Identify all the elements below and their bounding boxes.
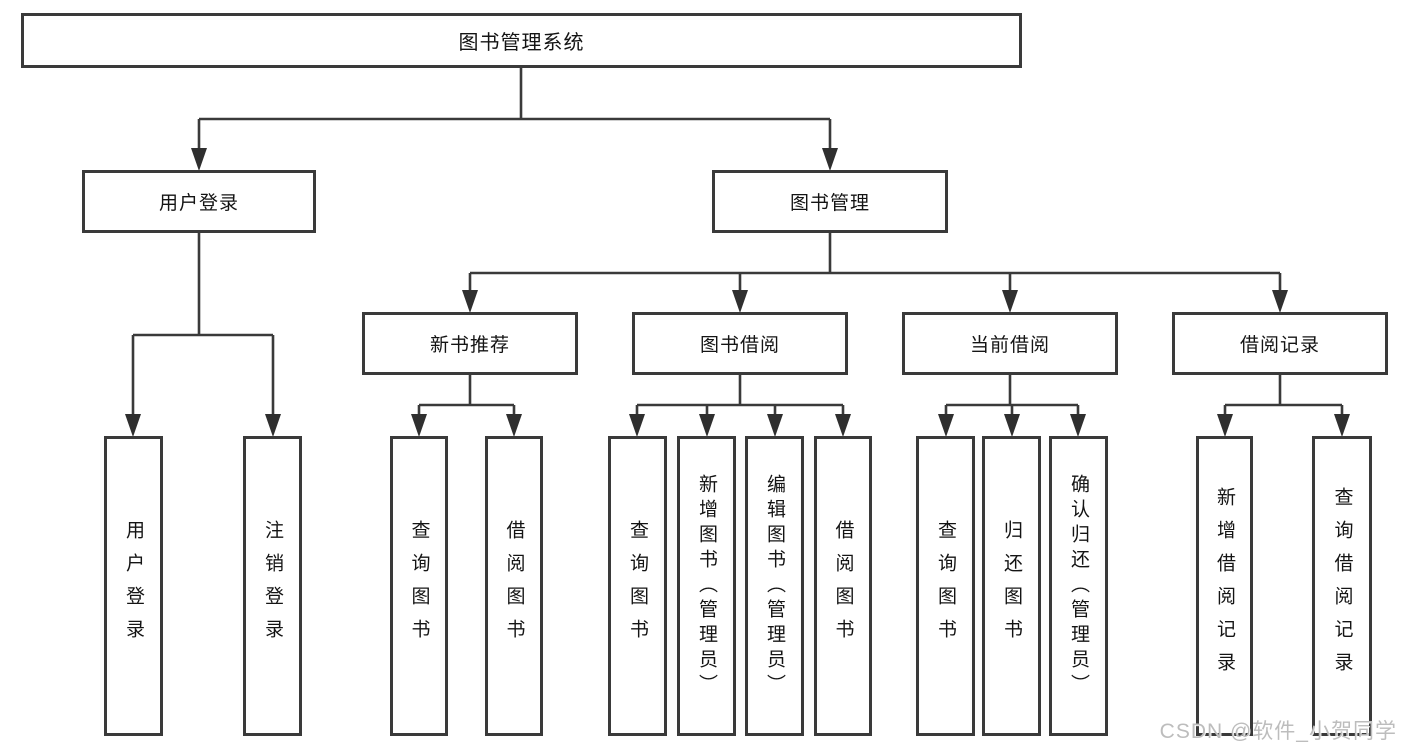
leaf-logout-label: 注销登录 [262, 520, 283, 652]
leaf-add-books-admin-label: 新增图书（管理员） [696, 473, 717, 699]
leaf-query-books-current-label: 查询图书 [935, 520, 956, 652]
leaf-query-books-current: 查询图书 [916, 436, 975, 736]
leaf-add-borrow-record-label: 新增借阅记录 [1214, 487, 1235, 685]
leaf-query-borrow-record-label: 查询借阅记录 [1331, 487, 1353, 685]
leaf-add-books-admin: 新增图书（管理员） [677, 436, 736, 736]
leaf-borrow-books: 借阅图书 [814, 436, 872, 736]
node-book-management: 图书管理 [712, 170, 948, 233]
leaf-return-books-label: 归还图书 [1001, 520, 1022, 652]
leaf-user-login: 用户登录 [104, 436, 163, 736]
leaf-edit-books-admin: 编辑图书（管理员） [745, 436, 804, 736]
leaf-confirm-return-admin-label: 确认归还（管理员） [1068, 473, 1089, 699]
leaf-logout: 注销登录 [243, 436, 302, 736]
leaf-edit-books-admin-label: 编辑图书（管理员） [764, 473, 785, 699]
node-current-borrow: 当前借阅 [902, 312, 1118, 375]
leaf-user-login-label: 用户登录 [123, 520, 144, 652]
node-user-login: 用户登录 [82, 170, 316, 233]
leaf-query-books-borrow-label: 查询图书 [627, 520, 648, 652]
node-book-borrow: 图书借阅 [632, 312, 848, 375]
leaf-query-books-borrow: 查询图书 [608, 436, 667, 736]
leaf-add-borrow-record: 新增借阅记录 [1196, 436, 1253, 736]
leaf-borrow-books-recommend-label: 借阅图书 [503, 520, 525, 652]
leaf-borrow-books-label: 借阅图书 [832, 520, 854, 652]
leaf-return-books: 归还图书 [982, 436, 1041, 736]
leaf-confirm-return-admin: 确认归还（管理员） [1049, 436, 1108, 736]
node-new-book-recommend: 新书推荐 [362, 312, 578, 375]
leaf-query-borrow-record: 查询借阅记录 [1312, 436, 1372, 736]
node-root-system: 图书管理系统 [21, 13, 1022, 68]
node-borrow-records: 借阅记录 [1172, 312, 1388, 375]
leaf-query-books-recommend: 查询图书 [390, 436, 448, 736]
leaf-query-books-recommend-label: 查询图书 [408, 520, 430, 652]
leaf-borrow-books-recommend: 借阅图书 [485, 436, 543, 736]
